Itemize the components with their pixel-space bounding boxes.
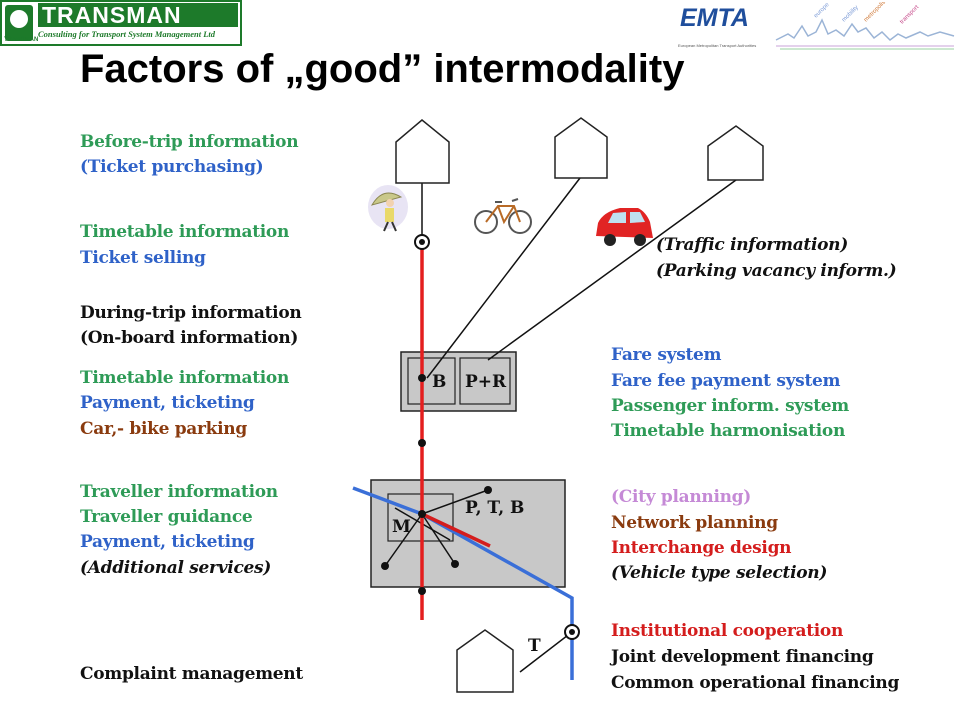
emta-name: EMTA [680,4,749,32]
right-label: Common operational financing [611,673,900,693]
walking-person-icon [368,185,408,232]
stop-dot [418,587,426,595]
right-label: (Parking vacancy inform.) [656,261,897,281]
emta-logo: europe mobility metropolis transport EMT… [676,2,956,56]
bike-parking-label: B [432,372,447,392]
park-and-ride-box [459,357,511,405]
stop-dot [484,486,492,494]
house-icon [554,117,608,179]
right-label: (City planning) [611,487,752,507]
bicycle-icon [474,198,532,234]
transman-mark-icon [5,5,33,41]
emta-skyline-icon: europe mobility metropolis transport [775,2,955,50]
bike-line [426,177,581,379]
bus-stop-label: T [528,636,541,656]
stop-dot [418,510,426,518]
emta-tagline: European Metropolitan Transport Authorit… [678,43,757,48]
bike-parking-box [407,357,456,405]
house-icon [395,119,450,184]
right-label: Institutional cooperation [611,621,844,641]
right-label: Passenger inform. system [611,396,849,416]
left-label: (Additional services) [80,558,272,578]
transman-tagline: Consulting for Transport System Manageme… [38,29,216,39]
left-label: Timetable information [80,222,289,242]
left-label: Complaint management [80,664,303,684]
left-label: Car,- bike parking [80,419,247,439]
hub-metro-label: M [392,517,411,537]
car-line [487,179,737,361]
right-label: Timetable harmonisation [611,421,846,441]
right-label: (Vehicle type selection) [611,563,828,583]
stop-t-line [519,631,573,673]
right-label: Network planning [611,513,778,533]
house-icon [707,125,764,181]
right-label: Interchange design [611,538,792,558]
transman-name: TRANSMAN [38,3,238,27]
house-icon [456,629,514,693]
park-and-ride-label: P+R [465,372,507,392]
right-label: Joint development financing [611,647,874,667]
left-label: Traveller information [80,482,278,502]
left-label: Before-trip information [80,132,299,152]
rail-branch [421,512,491,548]
stop-dot [418,439,426,447]
left-label: During-trip information [80,303,302,323]
hub-link-3 [421,513,456,565]
stop-dot [451,560,459,568]
left-label: Timetable information [80,368,289,388]
left-label: Payment, ticketing [80,393,255,413]
left-label: Ticket selling [80,248,206,268]
stop-dot [381,562,389,570]
right-label: Fare system [611,345,722,365]
hub-link-1 [421,489,489,515]
left-label: Payment, ticketing [80,532,255,552]
car-icon [596,208,653,246]
transman-logo: TRANSMAN TRANSMAN Consulting for Transpo… [0,0,242,46]
stop-dot [418,374,426,382]
hub-link-2 [384,513,423,567]
right-label: Fare fee payment system [611,371,841,391]
hub-modes-label: P, T, B [465,498,525,518]
left-label: (On-board information) [80,328,299,348]
right-label: (Traffic information) [656,235,848,255]
left-label: Traveller guidance [80,507,253,527]
page-title: Factors of „good” intermodality [80,47,685,91]
left-label: (Ticket purchasing) [80,157,264,177]
transman-mark-text: TRANSMAN [4,37,39,43]
